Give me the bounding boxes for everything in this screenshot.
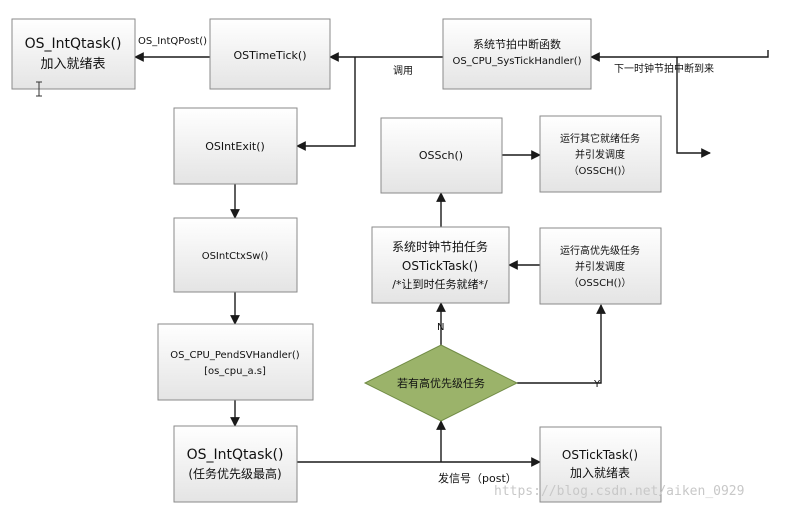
node-box xyxy=(11,18,136,90)
node-box xyxy=(371,226,510,304)
node-intq-top: OS_IntQtask() 加入就绪表 xyxy=(11,18,136,90)
node-line: [os_cpu_a.s] xyxy=(204,366,266,377)
node-box xyxy=(539,426,662,503)
node-box xyxy=(380,117,503,194)
node-run-high: 运行高优先级任务 并引发调度 （OSSCH()） xyxy=(539,227,662,305)
node-line: OS_CPU_PendSVHandler() xyxy=(170,350,300,361)
node-line: 并引发调度 xyxy=(575,148,625,161)
node-box xyxy=(173,425,298,503)
node-line: （OSSCH()） xyxy=(569,277,632,289)
node-ticktask-bottom: OSTickTask() 加入就绪表 xyxy=(539,426,662,503)
watermark: https://blog.csdn.net/aiken_0929 xyxy=(494,484,744,499)
edge-label-next-tick: 下一时钟节拍中断到来 xyxy=(614,62,714,75)
edges xyxy=(134,50,769,467)
node-line: OSTimeTick() xyxy=(234,49,307,62)
node-box xyxy=(173,107,298,185)
node-box xyxy=(173,217,298,293)
node-box xyxy=(442,18,592,90)
node-line: 并引发调度 xyxy=(575,260,625,273)
edge-next-tick-in xyxy=(590,50,769,62)
node-pendsv: OS_CPU_PendSVHandler() [os_cpu_a.s] xyxy=(157,323,314,401)
node-decision: 若有高优先级任务 xyxy=(363,344,519,422)
node-line: （OSSCH()） xyxy=(569,165,632,177)
node-ossch: OSSch() xyxy=(380,117,503,194)
node-systick: 系统节拍中断函数 OS_CPU_SysTickHandler() xyxy=(442,18,592,90)
node-box xyxy=(539,115,662,193)
text-cursor-icon xyxy=(36,81,42,97)
edge-label-intqpost: OS_IntQPost() xyxy=(138,36,207,47)
node-line: OSSch() xyxy=(419,149,463,162)
node-line: OS_IntQtask() xyxy=(187,447,284,463)
node-ticktask: 系统时钟节拍任务 OSTickTask() /*让到时任务就绪*/ xyxy=(371,226,510,304)
node-intexit: OSIntExit() xyxy=(173,107,298,185)
edge-run-other-merge xyxy=(676,57,711,158)
edge-label-yes: Y xyxy=(593,379,601,390)
node-box xyxy=(157,323,314,401)
node-line: OSIntExit() xyxy=(205,140,265,153)
edge-label-post: 发信号（post） xyxy=(438,471,517,485)
node-intq-bottom: OS_IntQtask() (任务优先级最高) xyxy=(173,425,298,503)
edge-label-call: 调用 xyxy=(393,65,413,77)
edge-decision-yes-to-run-high xyxy=(517,304,606,384)
node-line: 运行其它就绪任务 xyxy=(560,132,640,145)
edge-call-to-intexit xyxy=(296,57,356,151)
node-line: (任务优先级最高) xyxy=(188,466,281,481)
node-timetick: OSTimeTick() xyxy=(209,18,331,90)
node-line: /*让到时任务就绪*/ xyxy=(392,277,488,291)
node-line: OS_CPU_SysTickHandler() xyxy=(452,56,581,67)
node-line: OSIntCtxSw() xyxy=(202,251,269,262)
node-run-other: 运行其它就绪任务 并引发调度 （OSSCH()） xyxy=(539,115,662,193)
node-line: 加入就绪表 xyxy=(570,466,630,480)
node-line: OSTickTask() xyxy=(402,259,478,273)
edge-label-no: N xyxy=(437,322,444,333)
node-line: 若有高优先级任务 xyxy=(397,376,485,390)
node-line: 运行高优先级任务 xyxy=(560,244,640,257)
node-line: OSTickTask() xyxy=(562,448,638,462)
decision-diamond xyxy=(363,344,519,422)
node-line: 系统节拍中断函数 xyxy=(473,37,561,51)
node-ctxsw: OSIntCtxSw() xyxy=(173,217,298,293)
node-box xyxy=(209,18,331,90)
node-line: 系统时钟节拍任务 xyxy=(392,239,488,254)
node-box xyxy=(539,227,662,305)
node-line: OS_IntQtask() xyxy=(25,36,122,52)
node-line: 加入就绪表 xyxy=(40,57,105,72)
